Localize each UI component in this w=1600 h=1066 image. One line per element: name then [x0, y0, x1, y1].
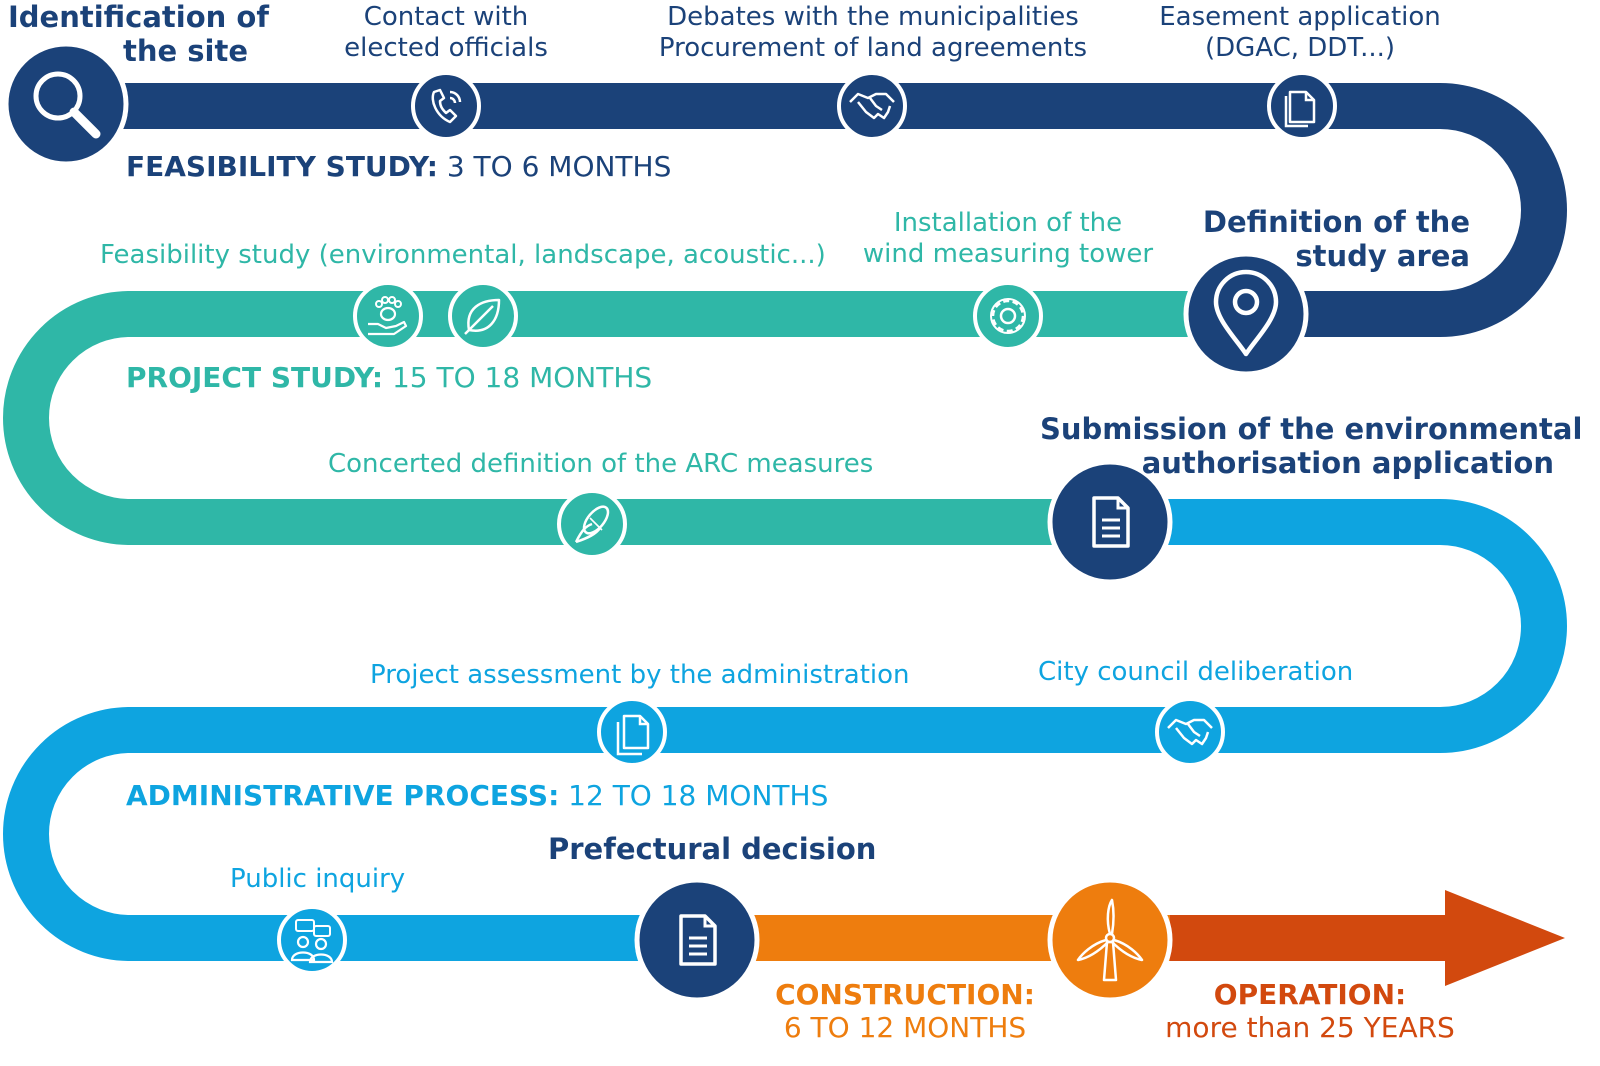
document-icon — [1267, 71, 1337, 141]
step-assessment-label: Project assessment by the administration — [370, 660, 910, 690]
corn-icon — [557, 489, 627, 559]
milestone-submission-label: Submission of the environmental authoris… — [1040, 412, 1583, 481]
step-arc-label: Concerted definition of the ARC measures — [328, 449, 874, 479]
phase-construction-name: CONSTRUCTION: — [775, 978, 1035, 1011]
phase-operation-label: OPERATION: more than 25 YEARS — [1150, 978, 1470, 1044]
people-chat-icon — [277, 905, 347, 975]
milestone-identification-line2: the site — [122, 34, 248, 69]
phase-operation-name: OPERATION: — [1213, 978, 1407, 1011]
step-inquiry-label: Public inquiry — [230, 864, 406, 894]
step-tower-label: Installation of the wind measuring tower — [858, 208, 1158, 269]
gear-icon — [973, 281, 1043, 351]
step-easement-label: Easement application (DGAC, DDT...) — [1150, 2, 1450, 63]
step-contact-label: Contact with elected officials — [330, 2, 562, 63]
track-administrative — [3, 499, 1567, 961]
step-debates-label: Debates with the municipalities Procurem… — [650, 2, 1096, 63]
phase-construction-label: CONSTRUCTION: 6 TO 12 MONTHS — [760, 978, 1050, 1044]
wind-turbine-icon — [1047, 877, 1173, 1003]
phase-project-label: PROJECT STUDY: 15 TO 18 MONTHS — [126, 361, 652, 394]
step-debates-line2: Procurement of land agreements — [658, 32, 1088, 63]
phase-administrative-name: ADMINISTRATIVE PROCESS: — [126, 779, 560, 812]
phase-feasibility-name: FEASIBILITY STUDY: — [126, 150, 438, 183]
phase-project-duration: 15 TO 18 MONTHS — [391, 361, 653, 394]
track-feasibility — [70, 83, 1567, 337]
step-easement-line2: (DGAC, DDT...) — [1204, 32, 1396, 63]
milestone-study-area-line2: study area — [1295, 239, 1470, 274]
documents-icon — [597, 697, 667, 767]
location-pin-icon — [1183, 251, 1309, 377]
step-tower-line2: wind measuring tower — [862, 238, 1154, 269]
handshake-icon — [1155, 697, 1225, 767]
phone-icon — [411, 71, 481, 141]
phase-feasibility-duration: 3 TO 6 MONTHS — [446, 150, 672, 183]
magnifier-icon — [3, 41, 129, 167]
step-contact-line1: Contact with — [363, 2, 529, 32]
step-tower-line1: Installation of the — [893, 208, 1123, 238]
leaf-icon — [448, 281, 518, 351]
milestone-submission-line1: Submission of the environmental — [1040, 412, 1583, 446]
phase-feasibility-label: FEASIBILITY STUDY: 3 TO 6 MONTHS — [126, 150, 671, 183]
milestone-prefectural-label: Prefectural decision — [548, 832, 877, 866]
document-icon — [634, 877, 760, 1003]
track-operation — [1170, 890, 1565, 986]
milestone-identification-label: Identification of the site — [8, 0, 269, 69]
handshake-icon — [837, 71, 907, 141]
track-project — [3, 291, 1250, 545]
step-easement-line1: Easement application — [1159, 2, 1441, 32]
milestone-study-area-line1: Definition of the — [1202, 205, 1470, 239]
paw-hand-icon — [353, 281, 423, 351]
phase-operation-duration: more than 25 YEARS — [1165, 1011, 1455, 1045]
step-council-label: City council deliberation — [1038, 657, 1354, 687]
phase-construction-duration: 6 TO 12 MONTHS — [783, 1011, 1027, 1045]
step-contact-line2: elected officials — [344, 32, 548, 63]
milestone-submission-line2: authorisation application — [1141, 446, 1554, 481]
step-debates-line1: Debates with the municipalities — [667, 2, 1079, 32]
step-feasibility-study-label: Feasibility study (environmental, landsc… — [100, 240, 826, 270]
milestone-identification-line1: Identification of — [8, 0, 269, 34]
phase-administrative-label: ADMINISTRATIVE PROCESS: 12 TO 18 MONTHS — [126, 779, 828, 812]
document-icon — [1047, 459, 1173, 585]
phase-administrative-duration: 12 TO 18 MONTHS — [568, 779, 829, 812]
milestone-study-area-label: Definition of the study area — [1170, 205, 1470, 273]
phase-project-name: PROJECT STUDY: — [126, 361, 384, 394]
